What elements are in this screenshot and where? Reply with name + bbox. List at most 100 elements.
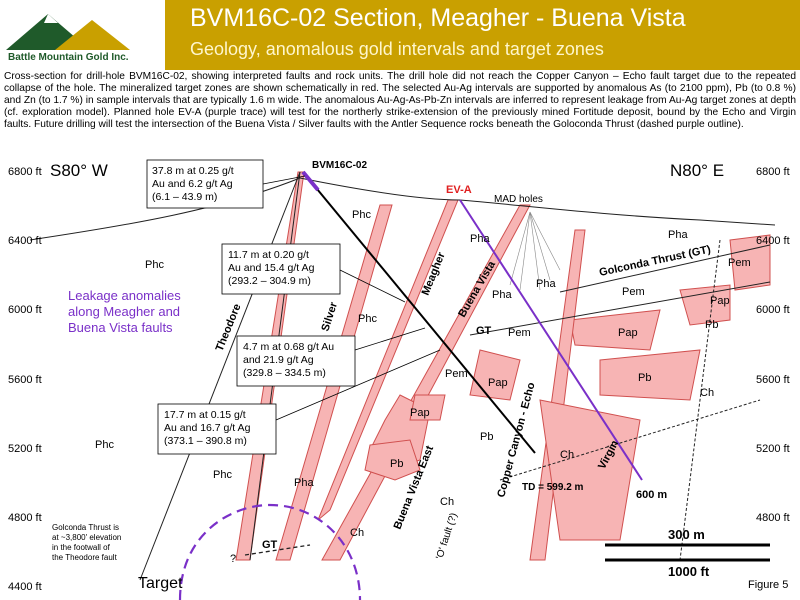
drill-hole-bvm16c-02 <box>302 171 536 454</box>
header: Battle Mountain Gold Inc. BVM16C-02 Sect… <box>0 0 800 70</box>
golconda-note: Golconda Thrust is at ~3,800' elevation … <box>52 523 121 562</box>
gt-line <box>469 281 771 336</box>
interval-box-1: 37.8 m at 0.25 g/t Au and 6.2 g/t Ag (6.… <box>146 159 264 209</box>
elevation-right-6400: 6400 ft <box>756 235 790 247</box>
fault-label-o-fault: 'O' fault (?) <box>434 512 459 561</box>
mountain-logo-icon <box>6 14 130 50</box>
gt-target-dash <box>244 544 311 556</box>
page-title: BVM16C-02 Section, Meagher - Buena Vista <box>190 4 686 32</box>
target-label: Target <box>138 575 183 592</box>
direction-right: N80° E <box>670 161 724 180</box>
svg-text:Ch: Ch <box>440 496 454 508</box>
svg-text:Pap: Pap <box>710 295 730 307</box>
svg-text:and 21.9 g/t Ag: and 21.9 g/t Ag <box>243 354 314 366</box>
svg-text:(293.2 – 304.9 m): (293.2 – 304.9 m) <box>228 275 311 287</box>
elevation-left-6000: 6000 ft <box>8 304 42 316</box>
svg-text:Golconda Thrust is: Golconda Thrust is <box>52 523 119 532</box>
elevation-right-5600: 5600 ft <box>756 374 790 386</box>
svg-text:Pha: Pha <box>536 278 556 290</box>
elevation-left-4400: 4400 ft <box>8 581 42 593</box>
golconda-thrust-line <box>559 244 771 293</box>
interval-arrow-3 <box>354 327 426 351</box>
svg-text:Phc: Phc <box>95 439 114 451</box>
svg-text:Ch: Ch <box>700 387 714 399</box>
svg-text:Pem: Pem <box>728 257 751 269</box>
fault-label-golconda: Golconda Thrust (GT) <box>598 243 712 278</box>
svg-text:Phc: Phc <box>145 259 164 271</box>
svg-text:Pb: Pb <box>638 372 651 384</box>
elevation-left-6400: 6400 ft <box>8 235 42 247</box>
svg-text:Buena Vista faults: Buena Vista faults <box>68 320 173 335</box>
svg-text:Ch: Ch <box>560 449 574 461</box>
eva-depth-label: 600 m <box>636 489 667 501</box>
svg-text:Phc: Phc <box>358 313 377 325</box>
planned-hole-eva <box>459 199 643 481</box>
svg-text:Ch: Ch <box>350 527 364 539</box>
target-zone-echo <box>529 229 586 561</box>
fault-label-gt: GT <box>476 325 492 337</box>
hole-label-bvm16c-02: BVM16C-02 <box>312 160 367 171</box>
svg-text:Pap: Pap <box>618 327 638 339</box>
scale-label-m: 300 m <box>668 527 705 542</box>
svg-text:Phc: Phc <box>213 469 232 481</box>
svg-text:Pha: Pha <box>470 233 490 245</box>
mad-holes <box>509 211 561 291</box>
hole-label-eva: EV-A <box>446 184 472 196</box>
interval-box-2: 11.7 m at 0.20 g/t Au and 15.4 g/t Ag (2… <box>221 243 341 295</box>
leakage-note: Leakage anomalies along Meagher and Buen… <box>68 288 181 335</box>
o-fault-line <box>499 399 761 481</box>
target-outline <box>178 503 362 600</box>
interval-box-4: 17.7 m at 0.15 g/t Au and 16.7 g/t Ag (3… <box>157 403 277 455</box>
svg-text:11.7 m at 0.20 g/t: 11.7 m at 0.20 g/t <box>228 249 309 261</box>
svg-text:Au and 15.4 g/t Ag: Au and 15.4 g/t Ag <box>228 262 315 274</box>
elevation-left-5200: 5200 ft <box>8 443 42 455</box>
svg-text:17.7 m at 0.15 g/t: 17.7 m at 0.15 g/t <box>164 409 246 421</box>
target-zone-virgin-lower <box>539 399 641 541</box>
svg-text:Phc: Phc <box>352 209 371 221</box>
scale-label-ft: 1000 ft <box>668 564 710 579</box>
svg-text:Pem: Pem <box>445 368 468 380</box>
svg-text:Pb: Pb <box>390 458 403 470</box>
fault-label-silver: Silver <box>319 300 340 333</box>
svg-text:(6.1 – 43.9 m): (6.1 – 43.9 m) <box>152 191 217 203</box>
svg-text:the Theodore fault: the Theodore fault <box>52 553 118 562</box>
title-band <box>165 0 800 70</box>
interval-arrow-4 <box>275 349 441 421</box>
elevation-left-5600: 5600 ft <box>8 374 42 386</box>
target-zone-pap-right <box>679 284 731 326</box>
svg-text:Pap: Pap <box>410 407 430 419</box>
svg-text:Pha: Pha <box>668 229 688 241</box>
svg-text:in the footwall of: in the footwall of <box>52 543 111 552</box>
svg-text:along Meagher and: along Meagher and <box>68 304 180 319</box>
svg-text:Leakage anomalies: Leakage anomalies <box>68 288 181 303</box>
figure-caption: Cross-section for drill-hole BVM16C-02, … <box>4 71 796 130</box>
page-subtitle: Geology, anomalous gold intervals and ta… <box>190 39 604 59</box>
target-zone-pem <box>469 349 521 401</box>
svg-text:at ~3,800' elevation: at ~3,800' elevation <box>52 533 121 542</box>
interval-box-3: 4.7 m at 0.68 g/t Au and 21.9 g/t Ag (32… <box>236 335 356 387</box>
svg-text:(329.8 – 334.5 m): (329.8 – 334.5 m) <box>243 367 326 379</box>
elevation-right-6800: 6800 ft <box>756 166 790 178</box>
elevation-right-6000: 6000 ft <box>756 304 790 316</box>
theodore-fault <box>139 171 301 581</box>
target-zone-pb-right <box>599 349 701 401</box>
rock-unit-labels: Phc Phc Phc Phc Phc Pha Pha Pha Pha Pha … <box>95 209 751 539</box>
svg-text:Au and 6.2 g/t Ag: Au and 6.2 g/t Ag <box>152 178 233 190</box>
mad-holes-label: MAD holes <box>494 194 543 205</box>
elevation-right-5200: 5200 ft <box>756 443 790 455</box>
svg-text:Pha: Pha <box>294 477 314 489</box>
svg-text:(373.1 – 390.8 m): (373.1 – 390.8 m) <box>164 435 247 447</box>
target-zone-east <box>729 234 771 291</box>
direction-left: S80° W <box>50 161 108 180</box>
td-label: TD = 599.2 m <box>522 482 584 493</box>
target-zone-pb-left <box>364 439 421 481</box>
svg-text:Pha: Pha <box>492 289 512 301</box>
target-zone-pap <box>569 309 661 351</box>
svg-text:Pap: Pap <box>488 377 508 389</box>
bvm-interval-top <box>301 170 320 192</box>
svg-text:Au and 16.7 g/t Ag: Au and 16.7 g/t Ag <box>164 422 251 434</box>
interval-arrow-2 <box>339 269 406 303</box>
interval-arrow-1 <box>262 175 306 185</box>
svg-text:4.7 m at 0.68 g/t Au: 4.7 m at 0.68 g/t Au <box>243 341 334 353</box>
